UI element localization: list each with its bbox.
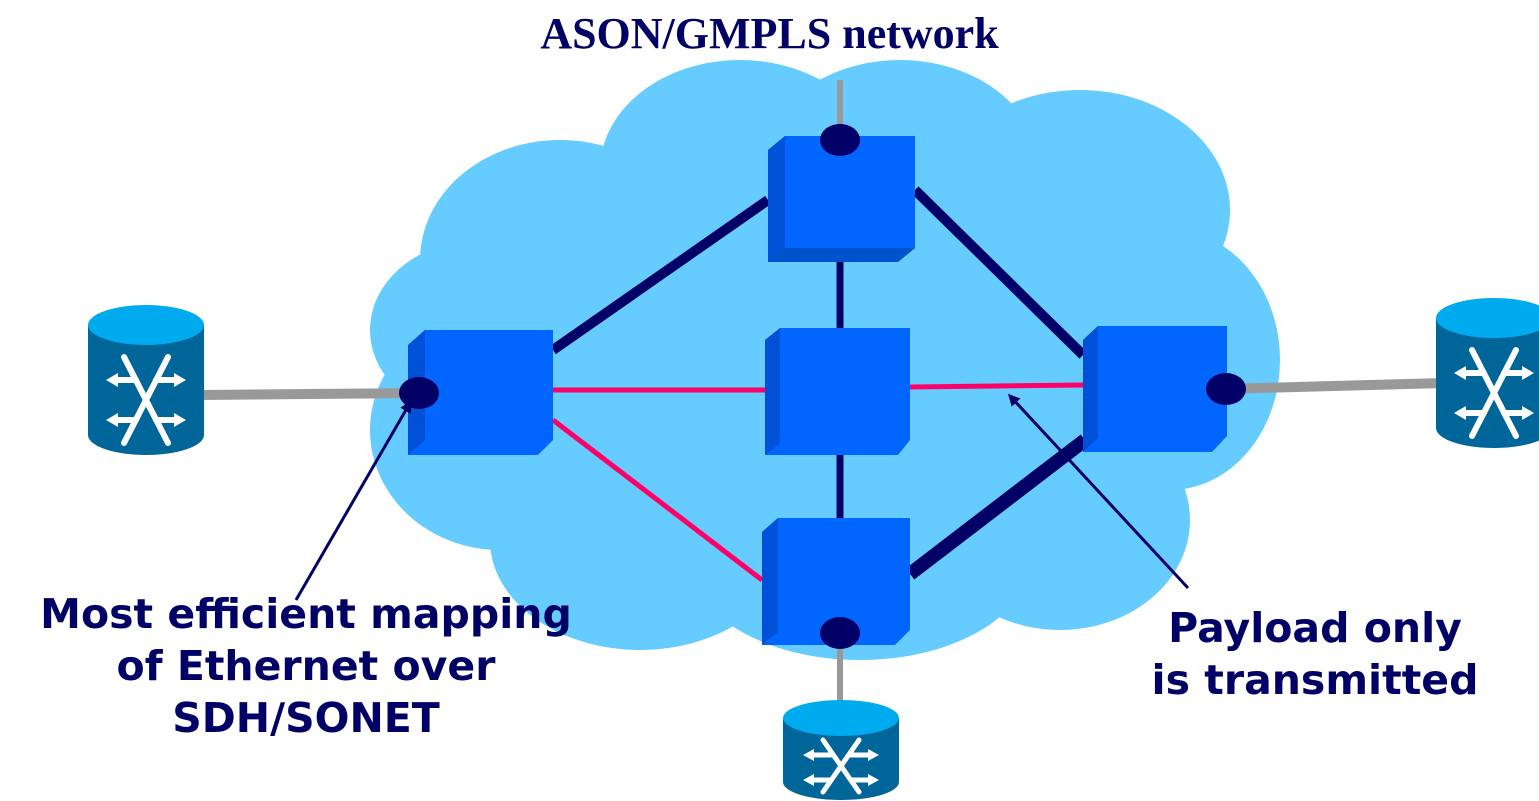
annotation-right: Payload only is transmitted bbox=[1130, 602, 1500, 706]
node-bottom bbox=[762, 518, 910, 649]
router-left bbox=[88, 305, 204, 455]
arrow-right-annotation bbox=[1007, 393, 1190, 590]
annotation-left-line-3: SDH/SONET bbox=[172, 694, 440, 742]
node-top bbox=[768, 124, 915, 262]
node-right bbox=[1083, 326, 1246, 452]
router-bottom bbox=[783, 700, 899, 800]
annotation-left: Most efficient mapping of Ethernet over … bbox=[0, 588, 612, 744]
diagram-title: ASON/GMPLS network bbox=[540, 9, 999, 58]
port-dot-icon bbox=[1206, 373, 1246, 405]
port-dot-icon bbox=[820, 617, 860, 649]
router-right bbox=[1436, 298, 1539, 448]
annotation-right-line-2: is transmitted bbox=[1151, 656, 1479, 704]
annotation-left-line-2: of Ethernet over bbox=[116, 642, 496, 690]
node-left bbox=[399, 330, 553, 455]
annotation-right-line-1: Payload only bbox=[1168, 604, 1462, 652]
payload-path-links bbox=[551, 382, 1084, 582]
port-dot-icon bbox=[399, 377, 439, 409]
port-dot-icon bbox=[820, 124, 860, 156]
annotation-left-line-1: Most efficient mapping bbox=[40, 590, 572, 638]
arrow-left-annotation bbox=[294, 400, 412, 601]
node-center bbox=[765, 328, 910, 455]
trunk-links bbox=[550, 186, 1090, 580]
